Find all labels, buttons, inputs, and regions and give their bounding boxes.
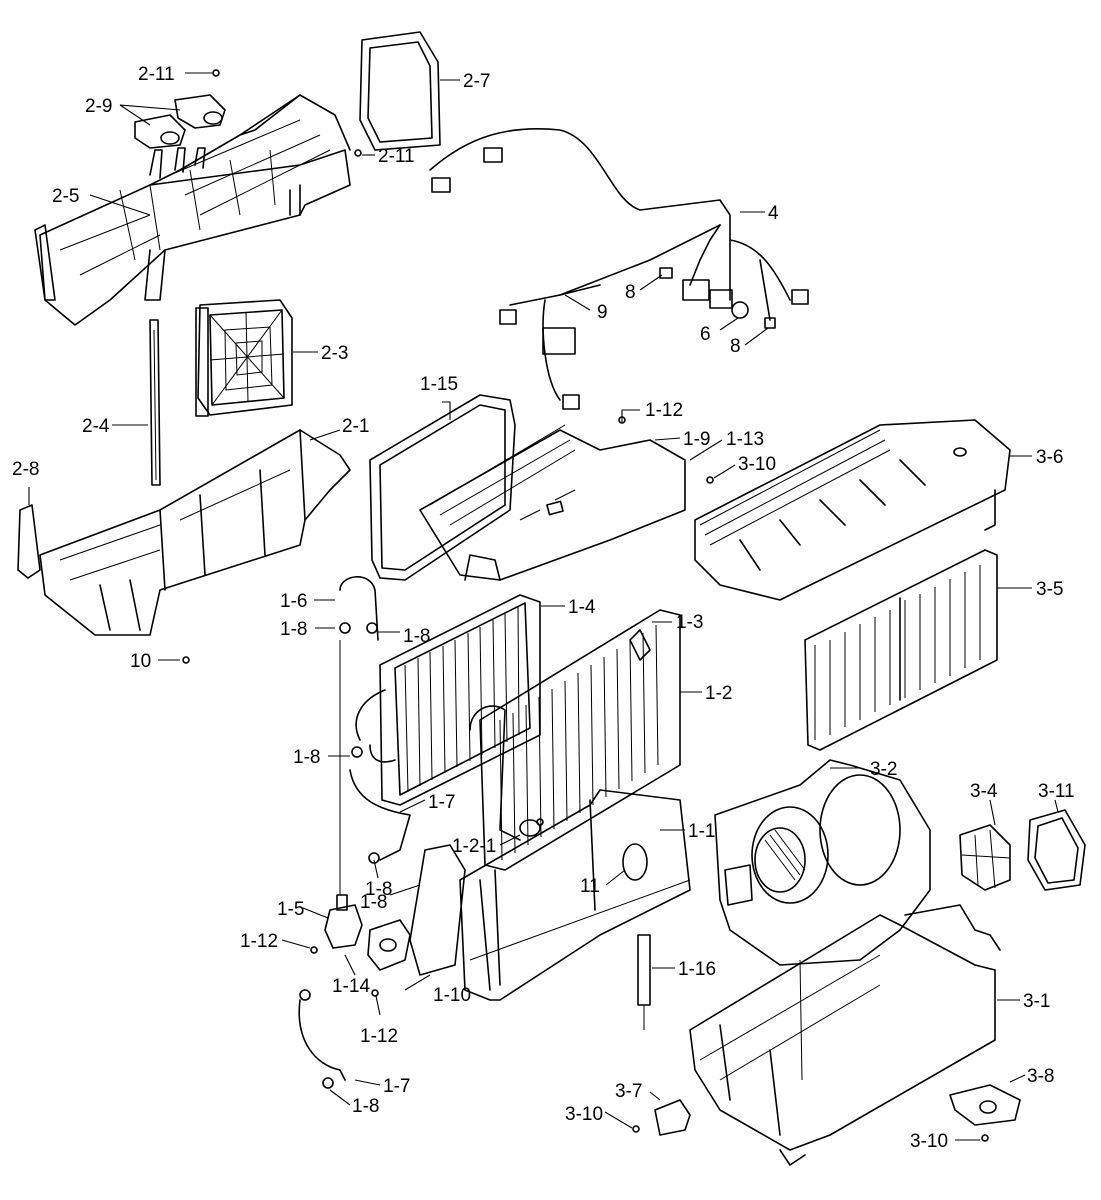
- callout-2-3: 2-3: [321, 343, 348, 364]
- callout-1-14: 1-14: [332, 976, 370, 997]
- callout-1-1: 1-1: [688, 821, 715, 842]
- callout-9: 9: [597, 302, 608, 323]
- gasket-1-15: [369, 394, 516, 581]
- callout-labels: 2-11 2-9 2-7 2-11 2-5 4 8 9 6 8 2-3 1-15…: [12, 64, 1075, 1152]
- callout-1-6: 1-6: [280, 591, 307, 612]
- callout-1-12-top: 1-12: [645, 400, 683, 421]
- upper-duct-2-5: [34, 94, 351, 326]
- callout-1-9: 1-9: [683, 429, 710, 450]
- callout-3-10-top: 3-10: [738, 454, 776, 475]
- callout-3-2: 3-2: [870, 759, 897, 780]
- parts-3-4-3-11: [959, 809, 1086, 891]
- callout-1-4: 1-4: [568, 597, 596, 618]
- callout-3-11: 3-11: [1038, 781, 1075, 802]
- callout-2-8: 2-8: [12, 459, 39, 480]
- callout-1-8-a: 1-8: [280, 619, 307, 640]
- water-valve-1-5: [324, 894, 363, 949]
- parts-3-7-3-8: [654, 1084, 1021, 1136]
- lower-housing-2-1: [39, 429, 351, 636]
- callout-10: 10: [130, 651, 151, 672]
- blower-case-top-3-6: [694, 419, 1011, 601]
- blower-case-3-1: [689, 904, 1001, 1166]
- hoses-1-6-1-7: [298, 576, 411, 1081]
- callout-1-8-b: 1-8: [403, 626, 430, 647]
- case-top-1-9: [419, 424, 686, 581]
- callout-1-2: 1-2: [705, 683, 732, 704]
- callout-1-8-f: 1-8: [352, 1096, 379, 1117]
- evaporator-1-2: [469, 609, 681, 871]
- heater-core-1-4: [355, 594, 541, 806]
- callout-1-7-upper: 1-7: [428, 792, 455, 813]
- blower-3-2: [714, 759, 931, 966]
- callout-1-7-lower: 1-7: [383, 1076, 410, 1097]
- wire-harness-4: [429, 127, 809, 410]
- callout-11: 11: [580, 876, 600, 897]
- callout-1-15: 1-15: [420, 374, 458, 395]
- callout-1-12-mid: 1-12: [240, 931, 278, 952]
- callout-2-1: 2-1: [342, 416, 369, 437]
- case-lower-1-1: [459, 789, 691, 1001]
- callout-2-9: 2-9: [85, 96, 112, 117]
- callout-2-11-top: 2-11: [138, 64, 175, 85]
- actuator-2-9: [134, 94, 226, 149]
- callout-2-11-right: 2-11: [378, 146, 415, 167]
- callout-1-13: 1-13: [726, 429, 764, 450]
- leader-lines: [28, 72, 1059, 1141]
- callout-1-16: 1-16: [678, 959, 716, 980]
- callout-2-7: 2-7: [463, 71, 490, 92]
- callout-3-7: 3-7: [615, 1081, 642, 1102]
- callout-1-2-1: 1-2-1: [452, 836, 496, 857]
- callout-4: 4: [768, 203, 779, 224]
- callout-3-8: 3-8: [1027, 1066, 1054, 1087]
- door-2-4: [149, 319, 161, 486]
- actuator-1-10: [367, 844, 466, 976]
- callout-1-3: 1-3: [676, 612, 703, 633]
- callout-1-5: 1-5: [277, 899, 304, 920]
- filter-2-3: [195, 299, 293, 417]
- cover-2-8: [17, 504, 41, 579]
- callout-1-8-e: 1-8: [360, 892, 387, 913]
- callout-3-6: 3-6: [1036, 447, 1063, 468]
- callout-6: 6: [700, 324, 711, 345]
- callout-3-4: 3-4: [970, 781, 998, 802]
- callout-1-10: 1-10: [433, 985, 471, 1006]
- callout-8-lower: 8: [730, 336, 741, 357]
- gasket-2-7: [359, 31, 441, 151]
- callout-1-8-c: 1-8: [293, 747, 320, 768]
- callout-2-4: 2-4: [82, 416, 110, 437]
- callout-3-10-left: 3-10: [565, 1104, 603, 1125]
- filter-3-5: [804, 549, 998, 751]
- callout-3-1: 3-1: [1023, 991, 1050, 1012]
- callout-3-5: 3-5: [1036, 579, 1063, 600]
- callout-8-upper: 8: [625, 282, 636, 303]
- callout-3-10-right: 3-10: [910, 1131, 948, 1152]
- callout-1-8-d: 1-8: [365, 879, 392, 900]
- callout-2-5: 2-5: [52, 186, 79, 207]
- sensor-1-16: [637, 934, 651, 1030]
- callout-1-12-bottom: 1-12: [360, 1026, 398, 1047]
